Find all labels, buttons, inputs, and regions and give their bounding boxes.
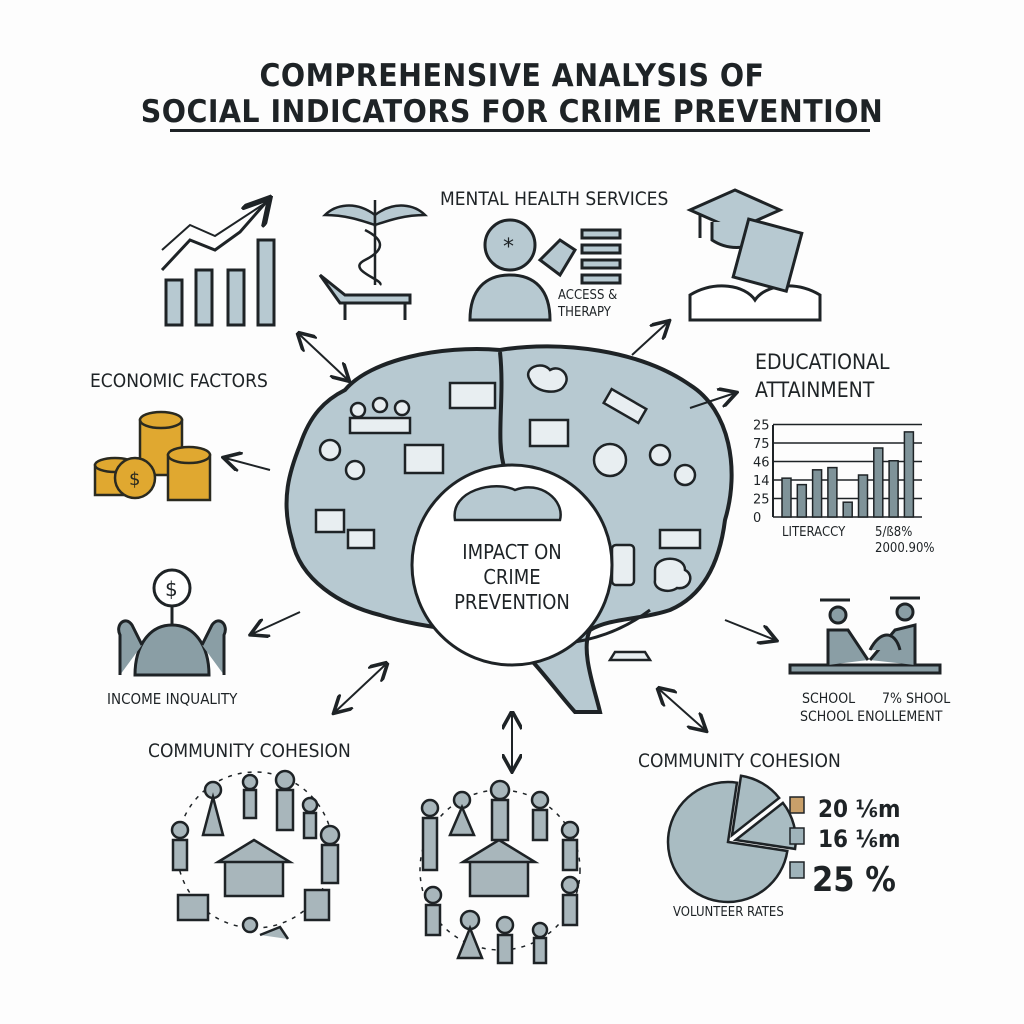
title-line-2: SOCIAL INDICATORS FOR CRIME PREVENTION (140, 94, 884, 130)
pie-slice (666, 780, 789, 904)
economic-factors-title: ECONOMIC FACTORS (90, 370, 268, 392)
y-tick-label: 25 (753, 493, 770, 508)
center-label-line-1: IMPACT ON (462, 540, 562, 564)
bar (781, 477, 792, 518)
school-enrollment-label: SCHOOL ENOLLEMENT (800, 709, 943, 725)
education-bar-chart: 25 75 46 14 25 0 (753, 419, 922, 526)
pie-slice (732, 801, 797, 851)
community-network-left (170, 769, 341, 940)
bar (827, 466, 838, 518)
school-percent-label: 7% SHOOL (882, 691, 951, 707)
community-cohesion-left-title: COMMUNITY COHESION (148, 740, 351, 762)
svg-text:$: $ (165, 577, 178, 601)
chart-x-label-literacy: LITERACCY (782, 525, 846, 540)
bar (811, 469, 823, 518)
coins-icon: $ (93, 410, 212, 502)
bar (903, 431, 915, 518)
title-underline (170, 129, 870, 132)
community-network-center (419, 779, 581, 965)
center-label-line-3: PREVENTION (454, 590, 570, 614)
svg-text:$: $ (129, 469, 140, 490)
legend-swatch (789, 827, 805, 845)
therapist-icon: * (468, 218, 622, 322)
legend-swatch (789, 796, 805, 814)
y-tick-label: 46 (753, 456, 770, 471)
brain-inner-icons (314, 364, 702, 662)
graduation-book-icon (686, 188, 822, 322)
community-cohesion-right-title: COMMUNITY COHESION (638, 750, 841, 772)
chart-x-label-right-1: 5/ß8% (875, 525, 913, 540)
income-inequality-icon: $ (117, 568, 227, 677)
y-tick-label: 75 (753, 437, 770, 452)
bar (842, 501, 853, 518)
center-label-line-2: CRIME (483, 565, 541, 589)
education-title-1: EDUCATIONAL (755, 350, 890, 374)
pie-slice (730, 774, 781, 839)
therapy-couch-icon (318, 273, 412, 320)
bar (857, 474, 869, 518)
school-playground-icon (788, 596, 942, 675)
title-line-1: COMPREHENSIVE ANALYSIS OF (259, 58, 765, 94)
bar (796, 483, 808, 518)
bar (888, 460, 899, 518)
caduceus-icon (321, 200, 429, 287)
pie-legend-2: 16 ⅙m (818, 825, 901, 853)
center-label: IMPACT ON CRIME PREVENTION (422, 540, 602, 615)
mental-health-title: MENTAL HEALTH SERVICES (440, 188, 669, 210)
connector-arrows (225, 322, 775, 770)
volunteer-rates-caption: VOLUNTEER RATES (673, 905, 784, 920)
svg-text:*: * (503, 235, 514, 260)
school-label: SCHOOL (802, 691, 856, 707)
y-tick-label: 25 (753, 419, 770, 434)
access-label: ACCESS & (558, 288, 618, 303)
education-title-2: ATTAINMENT (755, 378, 875, 402)
growth-chart-icon (160, 200, 276, 327)
legend-swatch (789, 861, 805, 879)
small-brain-icon (453, 485, 562, 522)
y-tick-label: 14 (753, 474, 770, 489)
bar (873, 447, 884, 518)
therapy-label: THERAPY (558, 305, 611, 320)
chart-x-label-right-2: 2000.90% (875, 541, 935, 556)
pie-legend-3: 25 % (812, 860, 896, 900)
pie-legend-1: 20 ⅙m (818, 795, 901, 823)
volunteer-pie-chart (666, 774, 805, 904)
income-inequality-title: INCOME INQUALITY (107, 690, 238, 708)
y-tick-label: 0 (753, 511, 761, 526)
